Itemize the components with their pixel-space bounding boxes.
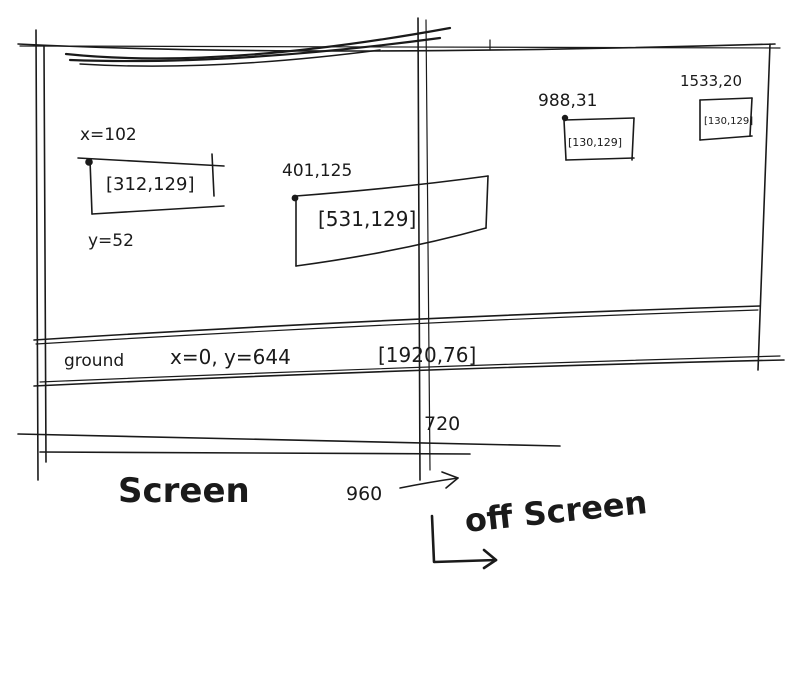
- screen-height-label: 720: [424, 413, 460, 435]
- platform-1: [77, 153, 225, 215]
- platform-1-y-label: y=52: [88, 231, 134, 251]
- platform-2-origin-dot: [291, 194, 299, 202]
- screen-boundary-line: [417, 17, 421, 481]
- platform-1-x-label: x=102: [80, 125, 137, 145]
- offscreen-arrow: [399, 471, 459, 489]
- platform-1-origin-dot: [85, 158, 93, 166]
- screen-label: Screen: [118, 471, 250, 511]
- platform-4-pos-label: 1533,20: [680, 72, 742, 90]
- platform-4-size-label: [130,129]: [704, 116, 753, 127]
- screen-width-label: 960: [346, 483, 382, 505]
- platform-3-origin-dot: [561, 114, 569, 122]
- ground-label: ground: [64, 351, 124, 371]
- platform-2-size-label: [531,129]: [318, 207, 416, 231]
- ground-pos-label: x=0, y=644: [170, 345, 291, 369]
- screen-boundary-line-2: [425, 19, 431, 471]
- platform-3-pos-label: 988,31: [538, 91, 597, 111]
- screen-bottom-line: [17, 433, 561, 455]
- ground-size-label: [1920,76]: [378, 343, 476, 367]
- platform-2-pos-label: 401,125: [282, 161, 352, 181]
- offscreen-l-arrow: [430, 514, 498, 570]
- offscreen-label: off Screen: [463, 483, 649, 540]
- platform-3-size-label: [130,129]: [568, 136, 622, 149]
- platform-1-size-label: [312,129]: [106, 174, 194, 195]
- top-scribble: [64, 26, 452, 67]
- platform-2: [291, 175, 489, 267]
- platform-4: [699, 97, 753, 141]
- ground-band: [33, 305, 785, 387]
- level-frame: [17, 29, 781, 481]
- platform-3: [561, 114, 635, 161]
